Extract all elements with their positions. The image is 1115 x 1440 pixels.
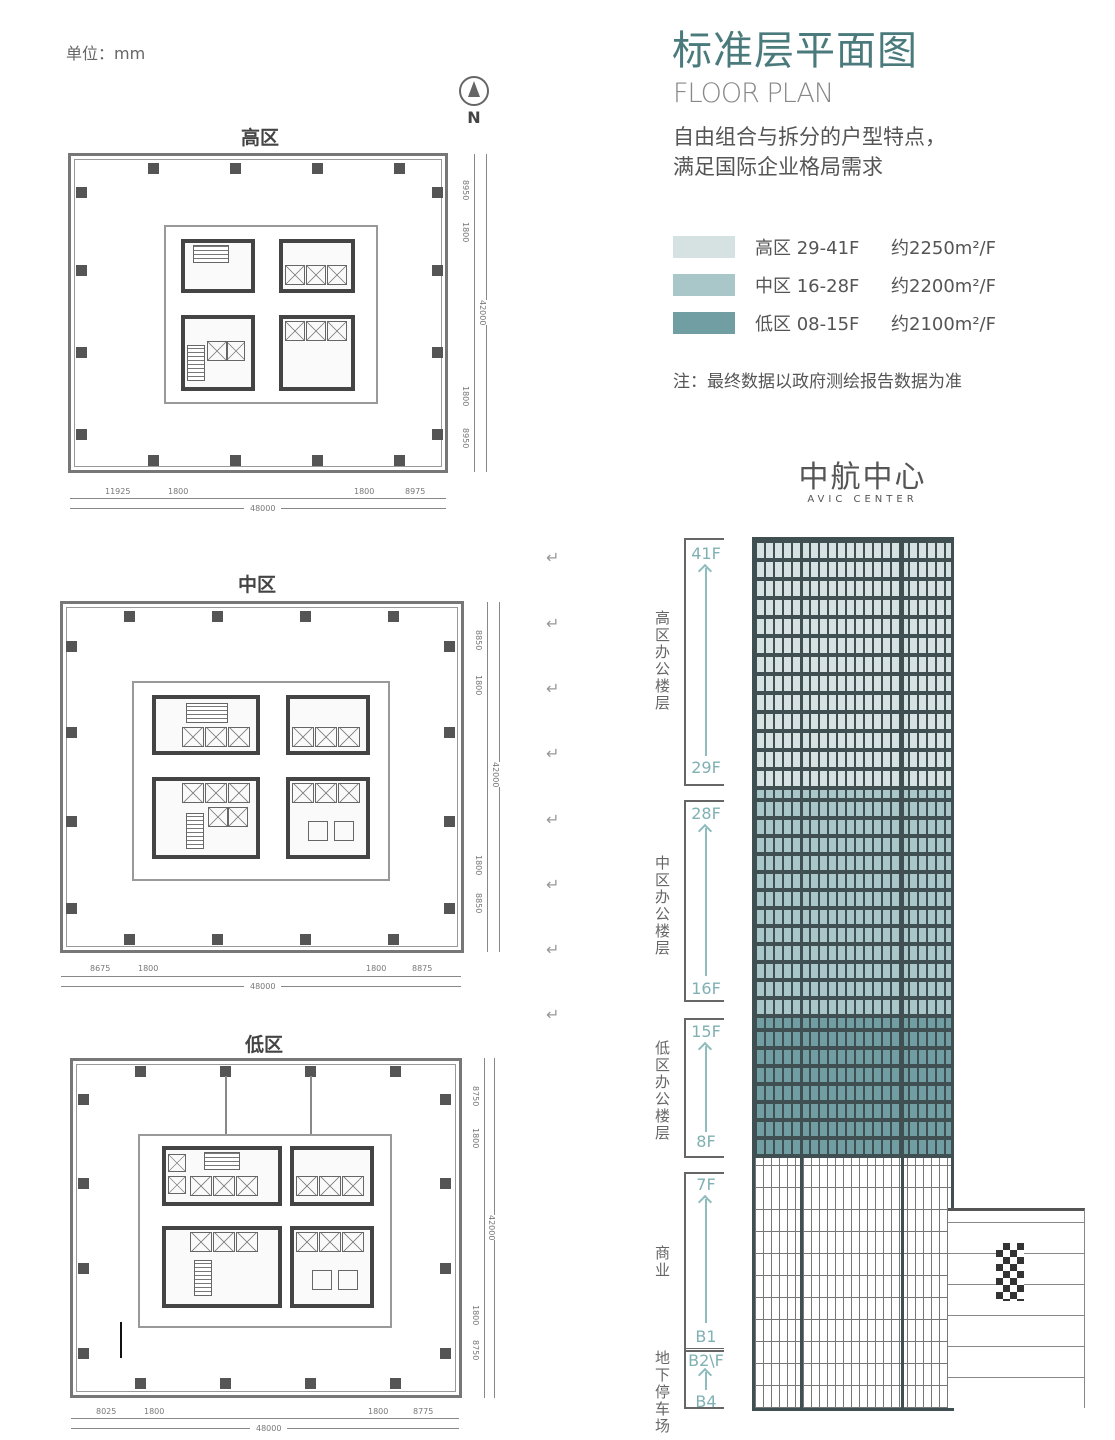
dim-mid-3: 1800 <box>366 964 387 973</box>
description-line-2: 满足国际企业格局需求 <box>673 155 883 179</box>
vdim-high-5: 8950 <box>461 428 470 449</box>
dim-mid-4: 8875 <box>412 964 433 973</box>
return-mark: ↵ <box>546 810 560 829</box>
zone-label-mid: 中区办公楼层 <box>653 855 671 957</box>
vdim-mid-5: 8850 <box>474 893 483 914</box>
up-arrow-icon <box>705 1046 707 1132</box>
brand-logo: 中航中心 AVIC CENTER <box>780 452 945 505</box>
brand-name-cn: 中航中心 <box>798 460 927 495</box>
dim-high-4: 8975 <box>405 487 426 496</box>
brand-name-en: AVIC CENTER <box>807 494 918 505</box>
vdim-low-2: 1800 <box>471 1128 480 1149</box>
page-description: 自由组合与拆分的户型特点， 满足国际企业格局需求 <box>673 122 946 182</box>
legend-area: 约2200m²/F <box>891 276 996 297</box>
plan-title-low: 低区 <box>244 1034 283 1056</box>
dim-mid-total: 48000 <box>244 982 282 991</box>
legend-area: 约2100m²/F <box>891 314 996 335</box>
vdim-high-4: 1800 <box>461 386 470 407</box>
dim-high-total: 48000 <box>244 504 282 513</box>
floor-label: 29F <box>691 758 721 777</box>
page-subtitle: FLOOR PLAN <box>673 78 834 109</box>
plan-title-mid: 中区 <box>237 574 276 596</box>
vdim-low-3: 42000 <box>487 1215 496 1241</box>
page-title: 标准层平面图 <box>672 28 918 74</box>
legend-swatch-mid <box>673 274 735 296</box>
return-mark: ↵ <box>546 614 560 633</box>
legend-item-high: 高区 29-41F 约2250m²/F <box>673 228 996 266</box>
legend-item-mid: 中区 16-28F 约2200m²/F <box>673 266 996 304</box>
floor-plan-high <box>68 153 448 473</box>
zone-label-low: 低区办公楼层 <box>653 1040 671 1142</box>
unit-label: 单位：mm <box>66 44 146 63</box>
legend-area: 约2250m²/F <box>891 238 996 259</box>
description-line-1: 自由组合与拆分的户型特点， <box>673 125 946 149</box>
legend-zone: 中区 16-28F <box>755 276 860 297</box>
zone-label-parking: 地下停车场 <box>653 1350 671 1435</box>
dim-mid-2: 1800 <box>138 964 159 973</box>
return-mark: ↵ <box>546 548 560 567</box>
dim-high-3: 1800 <box>354 487 375 496</box>
vdim-low-1: 8750 <box>471 1086 480 1107</box>
vdim-mid-2: 1800 <box>474 675 483 696</box>
return-mark: ↵ <box>546 940 560 959</box>
floor-plan-mid <box>60 601 464 953</box>
zone-label-high: 高区办公楼层 <box>653 610 671 712</box>
zone-bracket-parking <box>684 1348 724 1409</box>
dim-low-2: 1800 <box>144 1407 165 1416</box>
up-arrow-icon <box>705 1372 707 1390</box>
data-note: 注：最终数据以政府测绘报告数据为准 <box>673 372 962 392</box>
plan-title-high: 高区 <box>240 127 279 149</box>
zone-legend: 高区 29-41F 约2250m²/F 中区 16-28F 约2200m²/F … <box>673 228 996 342</box>
up-arrow-icon <box>705 568 707 756</box>
legend-swatch-low <box>673 312 735 334</box>
floor-plan-low <box>70 1058 462 1398</box>
return-mark: ↵ <box>546 679 560 698</box>
floor-label: B1 <box>695 1327 717 1346</box>
vdim-low-4: 1800 <box>471 1305 480 1326</box>
vdim-mid-4: 1800 <box>474 855 483 876</box>
floor-label: 7F <box>696 1175 716 1194</box>
floor-label: B2\F <box>688 1351 724 1370</box>
dim-high-2: 1800 <box>168 487 189 496</box>
vdim-mid-3: 42000 <box>491 762 500 788</box>
legend-swatch-high <box>673 236 735 258</box>
legend-item-low: 低区 08-15F 约2100m²/F <box>673 304 996 342</box>
dim-low-1: 8025 <box>96 1407 117 1416</box>
vdim-low-5: 8750 <box>471 1340 480 1361</box>
return-mark: ↵ <box>546 744 560 763</box>
legend-zone: 低区 08-15F <box>755 314 860 335</box>
vdim-high-1: 8950 <box>461 180 470 201</box>
dim-low-3: 1800 <box>368 1407 389 1416</box>
floor-label: 41F <box>691 544 721 563</box>
dim-low-total: 48000 <box>250 1424 288 1433</box>
building-section <box>752 537 954 1411</box>
north-label: N <box>467 108 481 127</box>
floor-label: B4 <box>695 1392 717 1411</box>
zone-bracket-retail <box>684 1172 724 1352</box>
floor-label: 28F <box>691 804 721 823</box>
floor-label: 15F <box>691 1022 721 1041</box>
zone-bracket-mid <box>684 800 724 1002</box>
zone-bracket-high <box>684 538 724 786</box>
dim-high-1: 11925 <box>105 487 131 496</box>
dim-mid-1: 8675 <box>90 964 111 973</box>
vdim-high-2: 1800 <box>461 222 470 243</box>
return-mark: ↵ <box>546 875 560 894</box>
vdim-high-3: 42000 <box>478 300 487 326</box>
return-mark: ↵ <box>546 1005 560 1024</box>
zone-label-retail: 商业 <box>653 1245 671 1279</box>
legend-zone: 高区 29-41F <box>755 238 860 259</box>
podium-section <box>948 1208 1085 1408</box>
north-arrow-icon <box>459 76 489 106</box>
floor-label: 16F <box>691 979 721 998</box>
zone-bracket-low <box>684 1018 724 1158</box>
north-indicator: N <box>458 76 490 127</box>
up-arrow-icon <box>705 1199 707 1323</box>
vdim-mid-1: 8850 <box>474 630 483 651</box>
up-arrow-icon <box>705 828 707 976</box>
dim-low-4: 8775 <box>413 1407 434 1416</box>
floor-label: 8F <box>696 1132 716 1151</box>
